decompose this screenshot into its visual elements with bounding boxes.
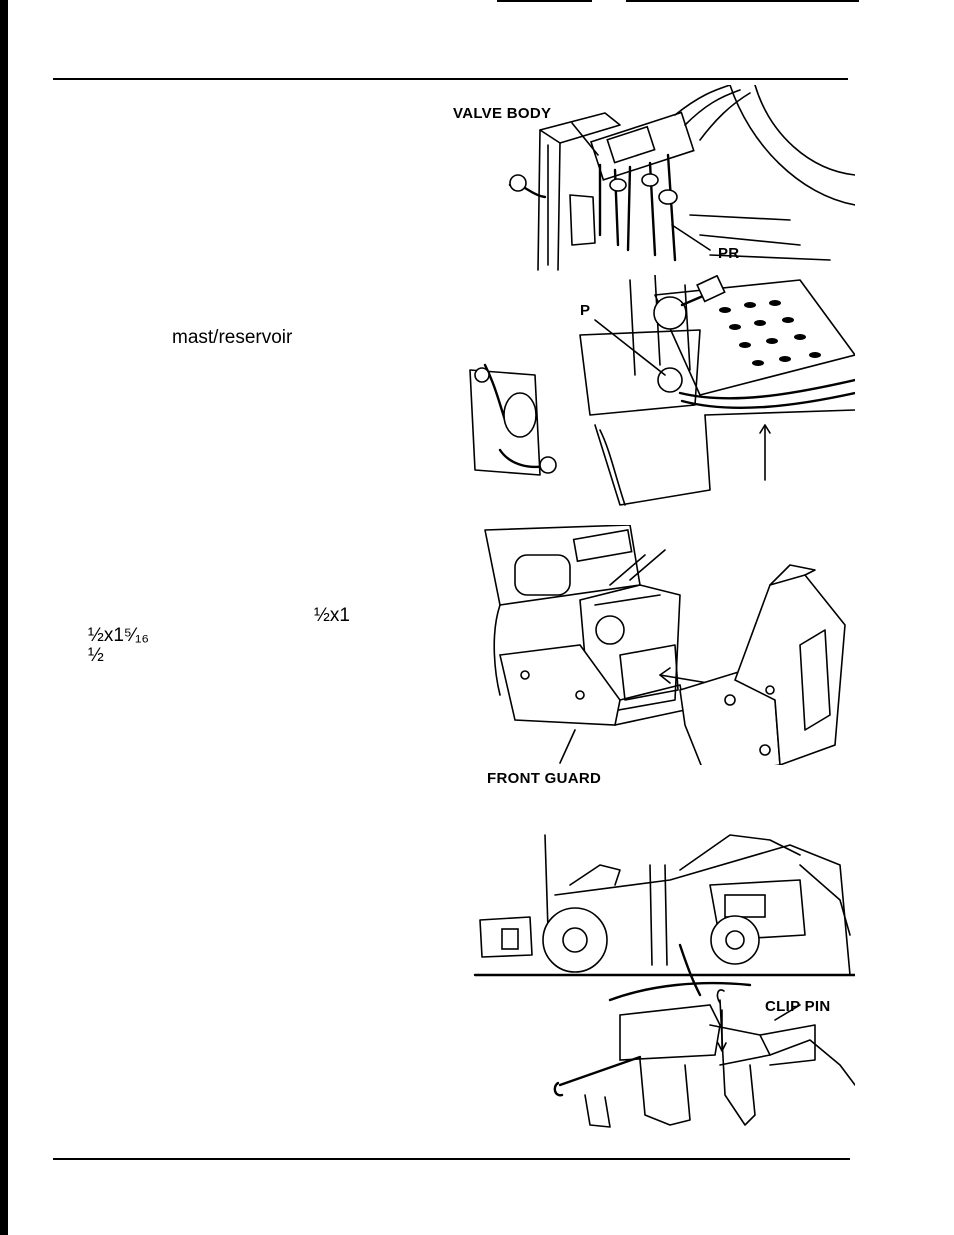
front-guard-figure <box>484 525 846 765</box>
label-p: P <box>580 302 591 319</box>
mast-reservoir-figure <box>469 275 855 506</box>
label-pr: PR <box>718 245 740 262</box>
text-bolt-size-1: ½x1 <box>314 605 350 626</box>
top-rule <box>53 78 848 80</box>
page-edge-bar <box>0 0 8 1235</box>
label-front-guard: FRONT GUARD <box>487 770 602 787</box>
label-clip-pin: CLIP PIN <box>765 998 831 1015</box>
text-bolt-size-3: ½ <box>88 645 104 666</box>
text-bolt-size-2: ½x1⁵⁄₁₆ <box>88 625 150 646</box>
header-rule-left <box>497 0 592 2</box>
label-valve-body: VALVE BODY <box>453 105 552 122</box>
bottom-rule <box>53 1158 850 1160</box>
header-rule-right <box>626 0 859 2</box>
clip-pin-figure <box>473 834 855 1128</box>
text-mast-reservoir: mast/reservoir <box>172 327 293 348</box>
valve-body-figure <box>508 85 855 271</box>
